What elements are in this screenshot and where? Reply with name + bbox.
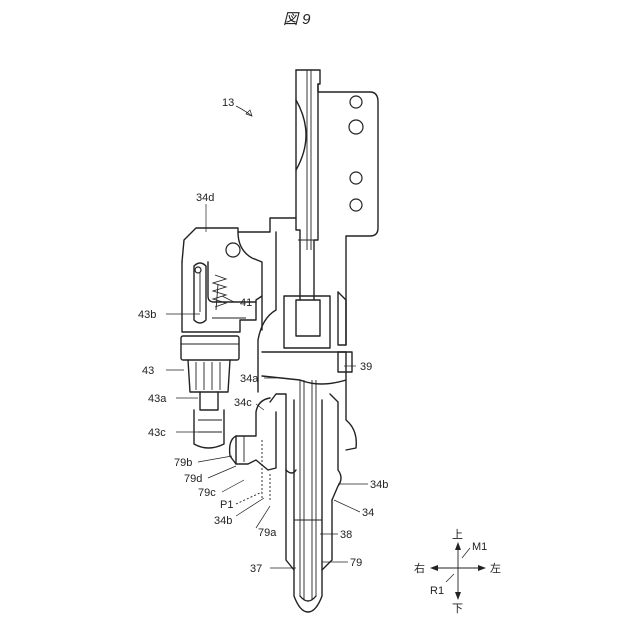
label-R1: R1 [430,585,444,597]
dir-up-label: 上 [452,528,463,541]
figure-title: 図 9 [283,11,311,28]
label-37: 37 [250,563,262,575]
label-34d: 34d [196,192,214,204]
arrow-left-dir-icon [478,565,486,571]
label-13: 13 [222,97,234,109]
label-41: 41 [240,297,252,309]
arrow-down-icon [455,592,461,600]
label-34c: 34c [234,397,252,409]
label-34b-right: 34b [370,479,388,491]
bracket-hole-4 [350,199,362,211]
bracket-hole-1 [350,96,362,108]
reference-labels: 13 34d 41 43b 43 34a 39 43a 34c 43c 79b … [138,97,388,575]
label-39: 39 [360,361,372,373]
label-79a: 79a [258,527,277,539]
label-34: 34 [362,507,374,519]
label-43a: 43a [148,393,167,405]
bracket-hole-3 [350,172,362,184]
label-43b: 43b [138,309,156,321]
adjuster-knob [181,336,239,448]
bracket-hole-2 [349,120,363,134]
arrow-up-icon [455,542,461,550]
label-34a: 34a [240,373,259,385]
label-79: 79 [350,557,362,569]
arrow-right-dir-icon [430,565,438,571]
label-M1: M1 [472,541,487,553]
dir-down-label: 下 [452,603,463,615]
needle-housing [270,380,341,612]
direction-indicator: 上 下 右 左 M1 R1 [414,528,501,615]
needle-bar [296,70,320,300]
label-43c: 43c [148,427,166,439]
label-79d: 79d [184,473,202,485]
dir-left-label: 左 [490,562,501,575]
dir-right-label: 右 [414,561,425,575]
mounting-bracket [318,84,378,345]
label-34b-left: 34b [214,515,232,527]
label-43: 43 [142,365,154,377]
label-79b: 79b [174,457,192,469]
hook-part-79 [230,398,276,500]
label-38: 38 [340,529,352,541]
arm-hole [226,243,240,257]
label-P1: P1 [220,499,233,511]
lever-pin [195,267,201,273]
label-79c: 79c [198,487,216,499]
